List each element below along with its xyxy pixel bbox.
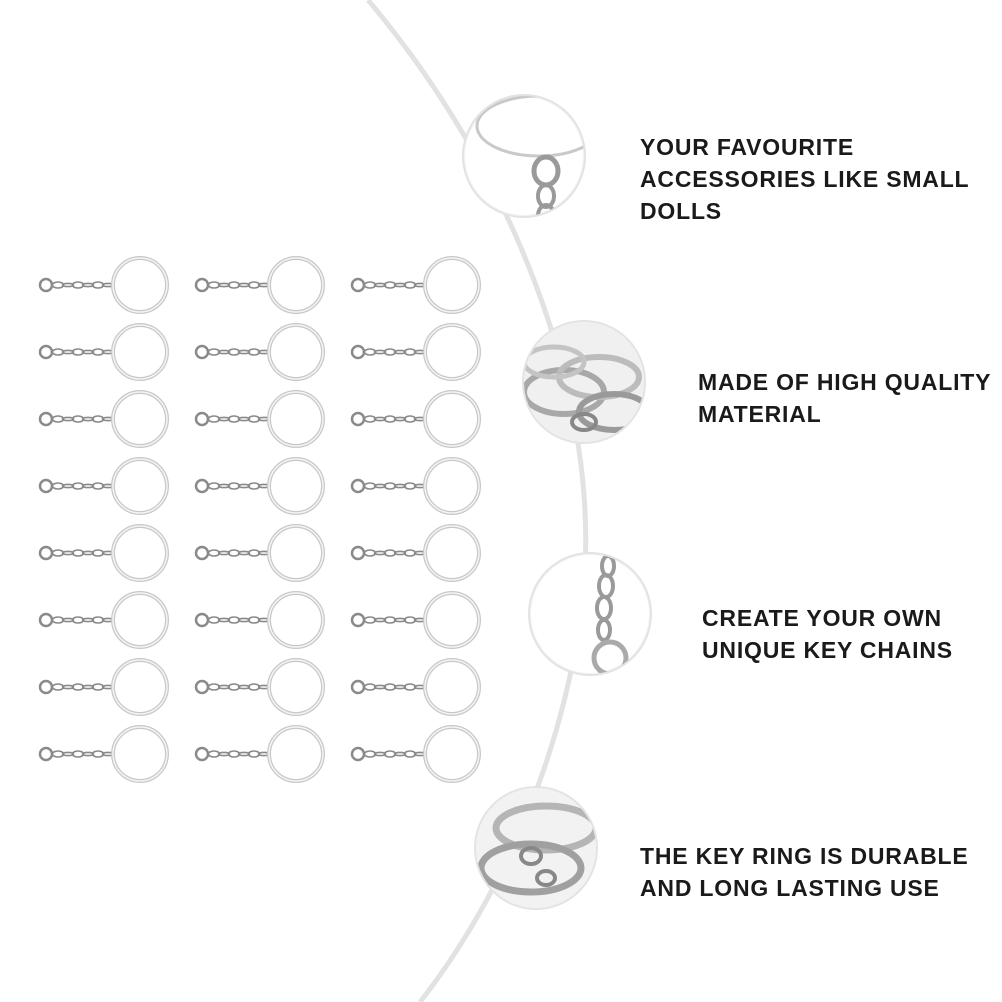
- key-ring-item: [350, 390, 481, 448]
- key-ring-item: [194, 390, 325, 448]
- feature-image-1: [462, 94, 586, 218]
- key-ring-item: [38, 658, 169, 716]
- feature-caption-3: CREATE YOUR OWN UNIQUE KEY CHAINS: [702, 605, 953, 663]
- key-ring-item: [194, 256, 325, 314]
- key-ring-chain-closeup-icon: [475, 96, 584, 216]
- key-ring-item: [194, 323, 325, 381]
- feature-image-4: [474, 786, 598, 910]
- key-ring-item: [38, 457, 169, 515]
- key-ring-item: [38, 256, 169, 314]
- feature-caption-4: THE KEY RING IS DURABLE AND LONG LASTING…: [640, 843, 969, 901]
- feature-caption-2: MADE OF HIGH QUALITY MATERIAL: [698, 369, 992, 427]
- key-ring-item: [38, 524, 169, 582]
- feature-image-3: [528, 552, 652, 676]
- key-ring-item: [38, 725, 169, 783]
- key-ring-item: [350, 457, 481, 515]
- key-ring-item: [194, 524, 325, 582]
- stacked-rings-closeup-icon: [524, 322, 644, 442]
- key-ring-item: [194, 658, 325, 716]
- key-ring-item: [38, 390, 169, 448]
- key-ring-item: [194, 725, 325, 783]
- key-ring-item: [350, 524, 481, 582]
- durable-rings-closeup-icon: [476, 788, 596, 908]
- key-ring-item: [350, 658, 481, 716]
- key-ring-item: [350, 591, 481, 649]
- key-ring-item: [350, 725, 481, 783]
- key-ring-item: [38, 591, 169, 649]
- key-ring-item: [350, 323, 481, 381]
- key-ring-item: [194, 591, 325, 649]
- key-ring-item: [350, 256, 481, 314]
- feature-caption-1: YOUR FAVOURITE ACCESSORIES LIKE SMALL DO…: [640, 134, 970, 224]
- key-ring-item: [194, 457, 325, 515]
- feature-image-2: [522, 320, 646, 444]
- key-ring-item: [38, 323, 169, 381]
- chain-closeup-icon: [591, 554, 629, 674]
